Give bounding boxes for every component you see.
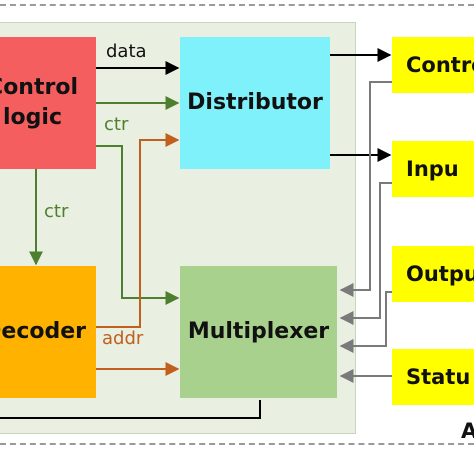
control-logic-label-line2: logic [3, 105, 63, 130]
external-block-control: Contro [392, 37, 474, 93]
feedback-wire [0, 400, 261, 419]
decoder-block: Decoder [0, 266, 96, 398]
external-block-label: Statu [406, 365, 471, 389]
data-signal-label: data [106, 41, 147, 62]
multiplexer-block: Multiplexer [180, 266, 337, 398]
addr-signal-label: addr [102, 328, 144, 349]
external-block-output: Outpu [392, 246, 474, 302]
distributor-label: Distributor [187, 90, 323, 115]
external-block-label: Contro [406, 53, 474, 77]
ctr-signal-label-distributor: ctr [104, 114, 129, 135]
status-wire-control [339, 81, 392, 297]
addr-wire-distributor [96, 133, 180, 328]
external-block-input: Inpu [392, 141, 474, 197]
corner-label: A [461, 419, 474, 443]
distributor-block: Distributor [180, 37, 330, 169]
external-block-label: Inpu [406, 157, 459, 181]
status-wire-input [339, 182, 392, 325]
dashed-border-top [0, 4, 474, 6]
status-wire-output [339, 291, 392, 353]
multiplexer-label: Multiplexer [187, 319, 330, 344]
dashed-border-bottom [0, 443, 474, 445]
ctr-signal-label-decoder: ctr [44, 201, 69, 222]
decoder-label: Decoder [0, 319, 86, 344]
external-block-status: Statu [392, 349, 474, 405]
control-logic-block: Control logic [0, 37, 96, 169]
external-block-label: Outpu [406, 262, 474, 286]
ctr-wire-multiplexer-a [96, 145, 180, 305]
control-logic-label-line1: Control [0, 75, 78, 100]
